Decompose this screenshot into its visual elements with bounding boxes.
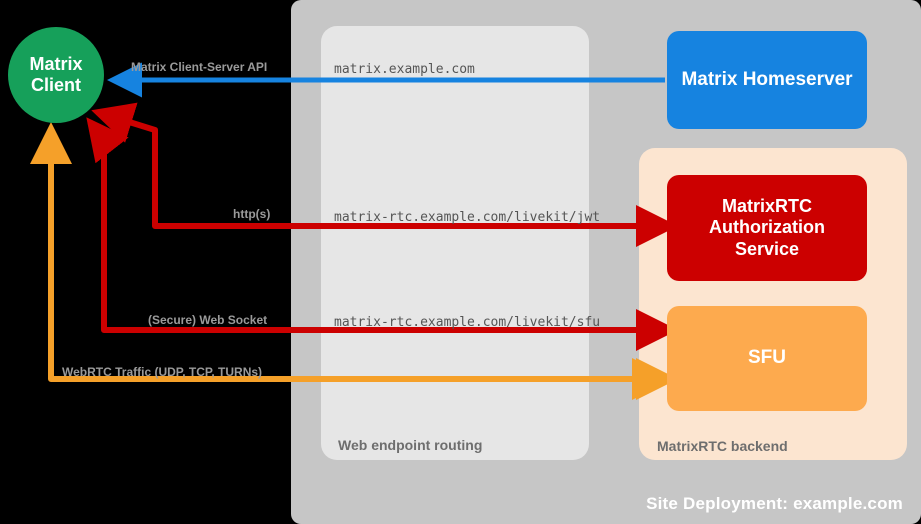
node-auth-line3: Service <box>734 238 800 259</box>
label-site-deployment: Site Deployment: example.com <box>646 494 903 513</box>
node-matrixrtc-authorization-service[interactable]: MatrixRTC Authorization Service <box>667 175 867 281</box>
node-matrix-client[interactable]: Matrix Client <box>8 27 104 123</box>
node-auth-line1: MatrixRTC <box>721 195 812 216</box>
web-endpoint-routing-container <box>321 26 589 460</box>
endpoint-matrix-example-com: matrix.example.com <box>334 62 475 77</box>
node-sfu-label: SFU <box>748 347 786 369</box>
node-sfu[interactable]: SFU <box>667 306 867 411</box>
label-web-endpoint-routing: Web endpoint routing <box>338 437 483 453</box>
edge-label-webrtc-traffic: WebRTC Traffic (UDP, TCP, TURNs) <box>62 365 263 379</box>
edge-label-client-server-api: Matrix Client-Server API <box>131 60 268 74</box>
node-auth-line2: Authorization <box>709 217 825 238</box>
endpoint-livekit-jwt: matrix-rtc.example.com/livekit/jwt <box>334 210 601 225</box>
label-matrixrtc-backend: MatrixRTC backend <box>657 438 788 454</box>
node-matrix-client-line1: Matrix <box>29 54 83 75</box>
endpoint-livekit-sfu: matrix-rtc.example.com/livekit/sfu <box>334 315 601 330</box>
node-matrix-homeserver[interactable]: Matrix Homeserver <box>667 31 867 129</box>
edge-label-http: http(s) <box>233 207 271 221</box>
edge-label-web-socket: (Secure) Web Socket <box>148 313 268 327</box>
node-matrix-homeserver-label: Matrix Homeserver <box>681 68 853 90</box>
node-matrix-client-line2: Client <box>30 75 81 95</box>
